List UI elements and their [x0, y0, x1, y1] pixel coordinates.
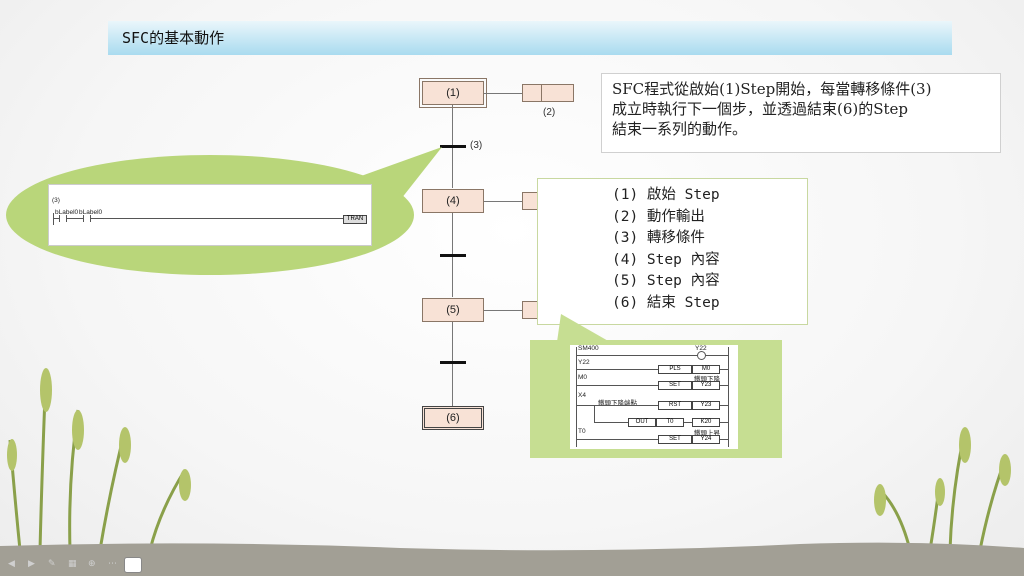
action-connector: [484, 310, 522, 311]
zoom-icon[interactable]: ⊕: [88, 559, 96, 569]
description-box: SFC程式從啟始(1)Step開始，每當轉移條件(3) 成立時執行下一個步，並透…: [601, 73, 1001, 153]
ladder-contact: bLabel0: [55, 209, 79, 216]
sfc-step-end[interactable]: (6): [422, 406, 484, 430]
next-slide-icon[interactable]: ▶: [28, 559, 35, 569]
ladder-instr: SET: [658, 435, 692, 444]
legend-item: (5) Step 內容: [612, 273, 720, 290]
callout-pointer: [557, 314, 610, 342]
description-line: SFC程式從啟始(1)Step開始，每當轉移條件(3): [612, 80, 932, 98]
ladder-operand: Y23: [692, 381, 720, 390]
sfc-step-5[interactable]: (5): [422, 298, 484, 322]
ladder-contact-label: T0: [578, 428, 586, 435]
step-ladder: SM400 Y22 Y22 PLS M0 M0 鐵頭下降 SET Y23 X4 …: [570, 345, 738, 449]
ladder-operand: M0: [692, 365, 720, 374]
ladder-contact: bLabel0: [79, 209, 103, 216]
action-connector: [484, 201, 522, 202]
action-box[interactable]: [522, 84, 574, 102]
legend-item: (4) Step 內容: [612, 251, 720, 268]
grass-decoration-right: [874, 427, 1011, 550]
ladder-contact-label: SM400: [578, 345, 599, 352]
legend-item: (2) 動作輸出: [612, 208, 705, 225]
legend-box: (1) 啟始 Step (2) 動作輸出 (3) 轉移條件 (4) Step 內…: [537, 178, 808, 325]
ladder-output-label: Y22: [695, 345, 707, 352]
action-label: (2): [543, 107, 556, 118]
ladder-operand: Y23: [692, 401, 720, 410]
grid-icon[interactable]: ▦: [68, 559, 77, 569]
ladder-instr: RST: [658, 401, 692, 410]
ladder-value: K20: [692, 418, 720, 427]
ladder-instr: PLS: [658, 365, 692, 374]
ladder-contact-label: Y22: [578, 359, 590, 366]
sfc-step-4[interactable]: (4): [422, 189, 484, 213]
description-line: 結束一系列的動作。: [612, 120, 748, 138]
legend-item: (1) 啟始 Step: [612, 187, 720, 203]
grass-decoration-left: [7, 368, 191, 550]
menu-icon[interactable]: ⋯: [108, 559, 117, 569]
legend-item: (6) 結束 Step: [612, 294, 720, 311]
transition-bar: [440, 361, 466, 364]
description-line: 成立時執行下一個步，並透過結束(6)的Step: [612, 100, 909, 118]
ladder-contact-label: X4: [578, 392, 586, 399]
transition-bar: [440, 145, 466, 148]
camera-icon[interactable]: [124, 557, 142, 573]
sfc-connector: [452, 322, 453, 406]
ladder-contact-comment: 鐵頭下降端點: [598, 400, 637, 407]
ladder-comment: 鐵頭上昇: [694, 430, 720, 437]
ladder-instr: OUT: [628, 418, 656, 427]
ladder-coil: TRAN: [343, 215, 367, 224]
ladder-operand: T0: [656, 418, 684, 427]
pen-icon[interactable]: ✎: [48, 559, 56, 569]
transition-label: (3): [470, 140, 483, 151]
sfc-step-initial[interactable]: (1): [419, 78, 487, 108]
legend-item: (3) 轉移條件: [612, 230, 705, 247]
ladder-comment: 鐵頭下降: [694, 376, 720, 383]
transition-bar: [440, 254, 466, 257]
ladder-label: (3): [52, 197, 60, 204]
prev-slide-icon[interactable]: ◀: [8, 559, 15, 569]
ladder-instr: SET: [658, 381, 692, 390]
ladder-contact-label: M0: [578, 374, 588, 381]
transition-ladder: (3) bLabel0 bLabel0 TRAN: [48, 184, 372, 246]
ladder-operand: Y24: [692, 435, 720, 444]
slide-title: SFC的基本動作: [108, 21, 952, 55]
action-connector: [484, 93, 522, 94]
ground-decoration: [0, 542, 1024, 576]
